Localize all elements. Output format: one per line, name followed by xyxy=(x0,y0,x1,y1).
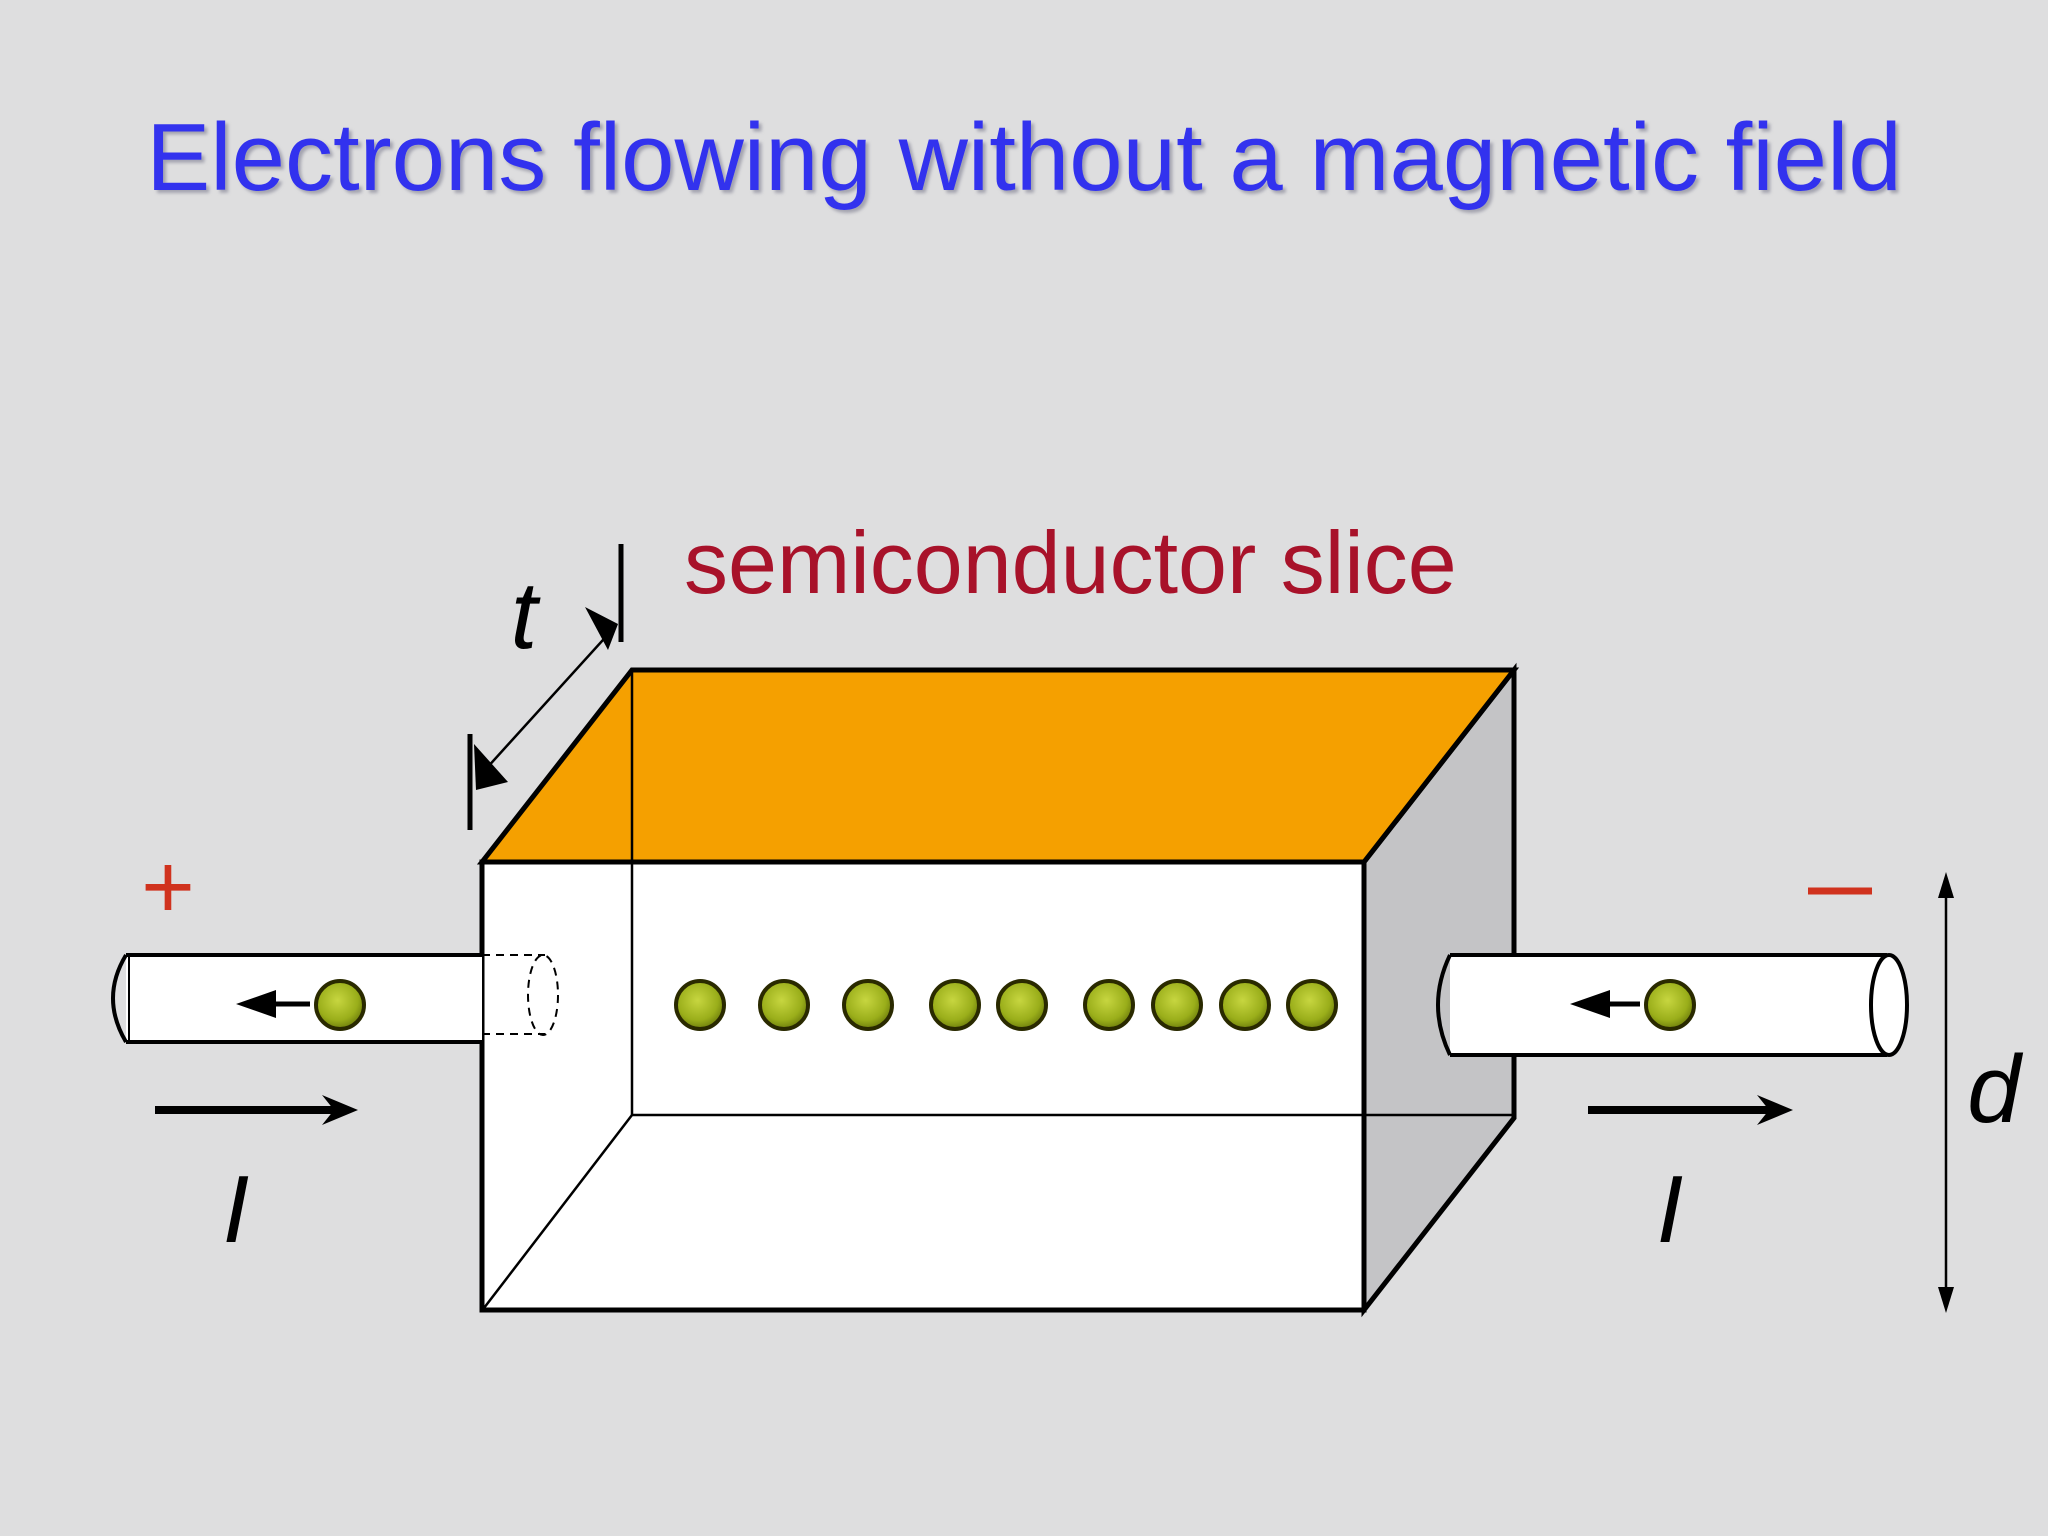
electron xyxy=(1644,979,1696,1031)
electrons xyxy=(314,979,1696,1031)
current-arrow-right xyxy=(1588,1095,1793,1125)
right-wire-start xyxy=(1436,954,1452,1056)
thickness-label: t xyxy=(511,562,541,669)
page-title: Electrons flowing without a magnetic fie… xyxy=(146,104,1902,211)
slice-hidden-edge xyxy=(483,1114,633,1309)
electron xyxy=(1286,979,1338,1031)
electron-flow-arrow xyxy=(1570,990,1610,1018)
electron xyxy=(314,979,366,1031)
electron xyxy=(1219,979,1271,1031)
electron-flow-arrow xyxy=(236,990,276,1018)
left-wire-hidden-end xyxy=(527,954,559,1036)
slice-top-face xyxy=(476,667,1520,865)
current-label-right: I xyxy=(1657,1156,1684,1263)
thickness-dimension xyxy=(467,544,624,830)
current-label-left: I xyxy=(223,1156,250,1263)
positive-terminal-label: + xyxy=(141,836,195,938)
depth-dimension xyxy=(1938,872,1954,1313)
current-arrow-left xyxy=(155,1095,358,1125)
electron xyxy=(674,979,726,1031)
electron xyxy=(758,979,810,1031)
left-wire xyxy=(111,953,559,1044)
slice-front-face xyxy=(479,859,1367,1313)
electron xyxy=(842,979,894,1031)
slice-label: semiconductor slice xyxy=(684,513,1457,612)
electron xyxy=(1083,979,1135,1031)
electron xyxy=(996,979,1048,1031)
thickness-arrowhead-top xyxy=(585,607,618,650)
left-wire-end xyxy=(111,953,128,1044)
thickness-arrowhead-bottom xyxy=(474,744,508,790)
semiconductor-slice xyxy=(476,662,1520,1318)
left-wire-body xyxy=(126,955,482,1042)
electron xyxy=(1151,979,1203,1031)
depth-label: d xyxy=(1967,1036,2023,1143)
right-wire-end xyxy=(1869,953,1909,1057)
electron xyxy=(929,979,981,1031)
